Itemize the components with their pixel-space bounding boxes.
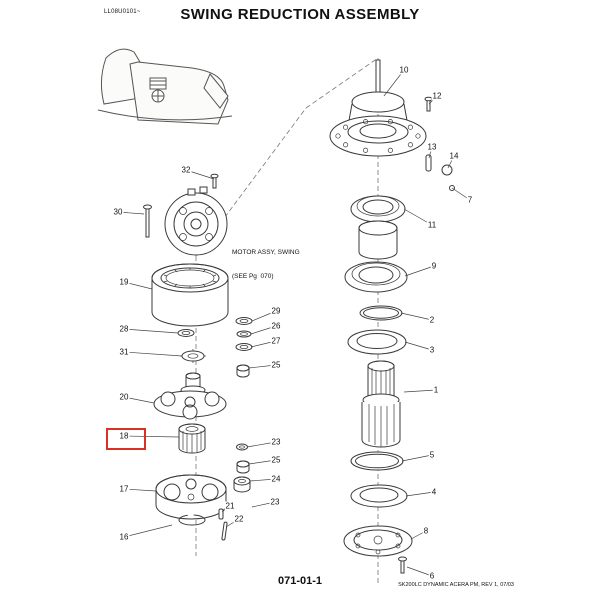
bolt-30 [143, 204, 152, 238]
bolt-12 [424, 96, 433, 112]
swing-motor-assembly [143, 173, 228, 256]
highlight-box [106, 428, 146, 450]
nut-23-upper [236, 443, 248, 451]
collar-25-upper [236, 364, 250, 378]
form-code: LL08U0101~ [104, 9, 141, 15]
cover-8 [343, 525, 413, 557]
washer-27 [235, 343, 253, 351]
washer-26 [236, 330, 252, 338]
gear-31 [180, 349, 206, 363]
bolt-6 [398, 556, 407, 574]
motor-assy-note: MOTOR ASSY, SWING (SEE Pg 070) [232, 233, 300, 297]
o-ring-2 [359, 305, 403, 321]
snap-ring-16 [178, 514, 206, 526]
excavator-illustration [97, 48, 233, 125]
washer-29 [235, 317, 253, 325]
ring-14 [441, 164, 453, 176]
shaft-pinion-1 [361, 360, 401, 448]
seal-ring-3 [347, 329, 407, 355]
seal-4 [350, 484, 408, 508]
pin-7 [449, 185, 455, 191]
pin-21 [218, 508, 224, 520]
bearing-11 [350, 195, 406, 223]
carrier-17 [155, 474, 227, 520]
collar-25-lower [236, 460, 250, 474]
ring-gear-19 [151, 263, 229, 327]
sleeve [358, 220, 398, 260]
bearing-9 [344, 261, 408, 293]
doc-reference: SK200LC DYNAMIC ACERA PM, REV 1, 07/03 [398, 582, 514, 588]
carrier-20 [153, 390, 227, 420]
pinion-gear-18 [178, 423, 206, 454]
housing-10 [329, 59, 427, 157]
motor-assy-note-line2: (SEE Pg 070) [232, 273, 274, 280]
bolt-32 [210, 173, 219, 189]
pin-22 [221, 521, 228, 541]
ring-5 [350, 451, 404, 471]
page-number: 071-01-1 [277, 575, 323, 587]
motor-assy-note-line1: MOTOR ASSY, SWING [232, 249, 300, 256]
washer-28 [177, 329, 195, 337]
gear-24 [233, 476, 251, 493]
pin-13 [425, 154, 432, 172]
page-title: SWING REDUCTION ASSEMBLY [180, 6, 420, 23]
